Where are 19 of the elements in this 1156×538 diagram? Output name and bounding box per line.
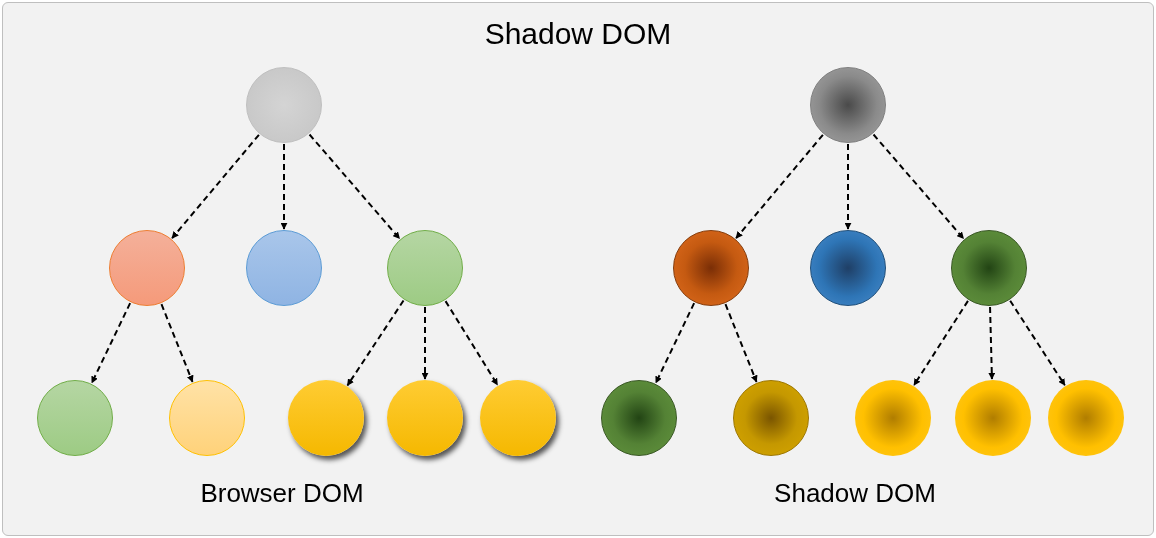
title: Shadow DOM	[483, 16, 673, 52]
dashed-arrow	[421, 306, 429, 380]
tree-caption: Browser DOM	[199, 477, 365, 510]
dashed-arrow	[724, 303, 758, 383]
dashed-arrow	[444, 300, 499, 386]
dashed-arrow	[171, 133, 260, 240]
dashed-arrow	[735, 133, 824, 240]
dashed-arrow	[654, 302, 696, 384]
tree-caption: Shadow DOM	[773, 477, 937, 510]
dashed-arrow	[90, 302, 132, 384]
dashed-arrow	[160, 303, 194, 383]
dashed-arrow	[913, 299, 969, 387]
dashed-arrow	[308, 133, 401, 240]
dashed-arrow	[346, 299, 405, 387]
dashed-arrow	[844, 143, 852, 230]
dashed-arrow	[988, 306, 996, 380]
dashed-arrow	[1009, 299, 1066, 387]
dashed-arrow	[872, 133, 965, 240]
dashed-arrow	[280, 143, 288, 230]
